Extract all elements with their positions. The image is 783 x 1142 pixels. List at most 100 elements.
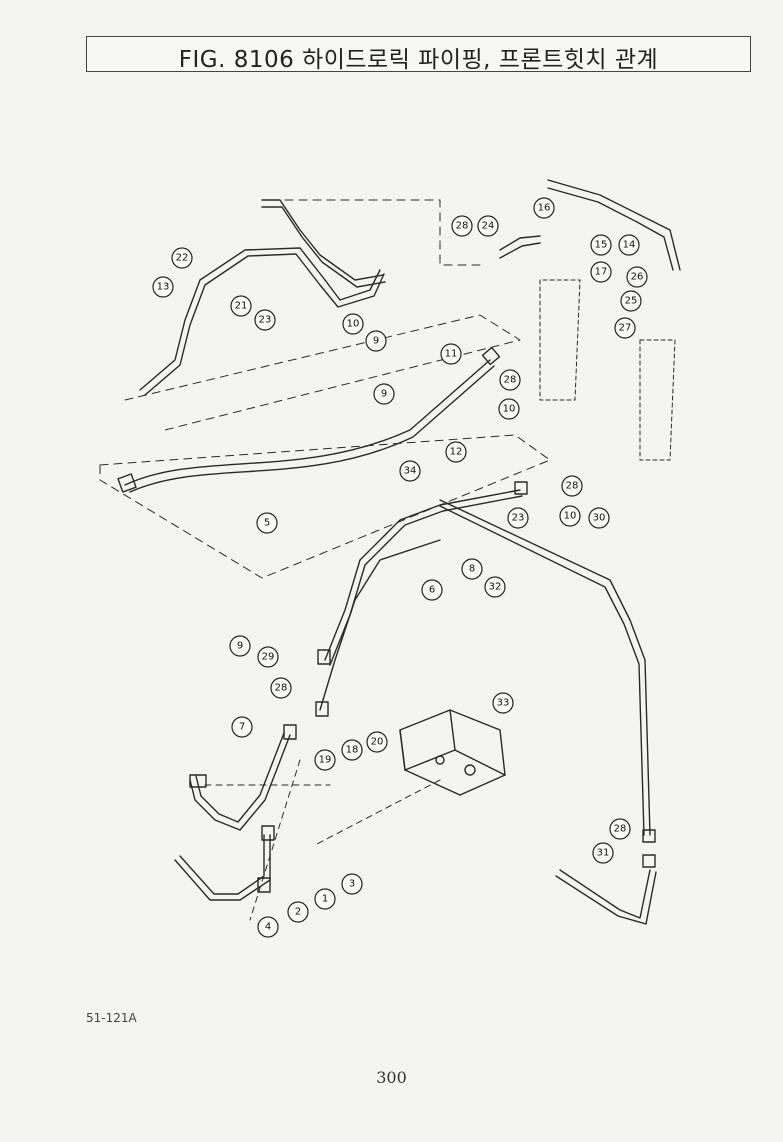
control-valve-33 [399, 709, 506, 796]
callout-10c [559, 505, 581, 527]
callout-text-24: 24 [482, 221, 495, 232]
callout-text-11: 11 [445, 349, 458, 360]
callout-27 [614, 317, 636, 339]
callout-32 [484, 576, 506, 598]
callout-4 [257, 916, 279, 938]
callout-text-21: 21 [235, 301, 248, 312]
callout-12 [445, 441, 467, 463]
callout-text-16: 16 [538, 203, 551, 214]
hose-14 [499, 179, 681, 271]
callout-text-10a: 10 [347, 319, 360, 330]
callout-25 [620, 290, 642, 312]
callout-text-33: 33 [497, 698, 510, 709]
callout-text-9a: 9 [373, 336, 379, 347]
hose-5 [117, 346, 501, 493]
pipe-4 [174, 825, 275, 901]
callout-text-18: 18 [346, 745, 359, 756]
callout-text-4: 4 [265, 922, 271, 933]
callout-labels [152, 197, 648, 938]
page-number: 300 [376, 1068, 407, 1087]
callout-34 [399, 460, 421, 482]
callout-33 [492, 692, 514, 714]
callout-text-9c: 9 [237, 641, 243, 652]
callout-21 [230, 295, 252, 317]
callout-text-28b: 28 [504, 375, 517, 386]
callout-9a [365, 330, 387, 352]
callout-text-22: 22 [176, 253, 189, 264]
callout-2 [287, 901, 309, 923]
callout-14 [618, 234, 640, 256]
pipe-7 [189, 724, 297, 831]
callout-text-10b: 10 [503, 404, 516, 415]
callout-22 [171, 247, 193, 269]
callout-3 [341, 873, 363, 895]
callout-23a [254, 309, 276, 331]
callout-text-10c: 10 [564, 511, 577, 522]
callout-text-9b: 9 [381, 389, 387, 400]
callout-text-17: 17 [595, 267, 608, 278]
hydraulic-cylinders [539, 279, 676, 461]
callout-10a [342, 313, 364, 335]
callout-5 [256, 512, 278, 534]
callout-28d [270, 677, 292, 699]
figure-title-box: FIG. 8106 하이드로릭 파이핑, 프론트힛치 관계 [86, 36, 751, 73]
figure-title: FIG. 8106 하이드로릭 파이핑, 프론트힛치 관계 [178, 47, 659, 73]
callout-24 [477, 215, 499, 237]
callout-text-25: 25 [625, 296, 638, 307]
pipe-13 [139, 199, 386, 396]
callout-20 [366, 731, 388, 753]
callout-text-23a: 23 [259, 315, 272, 326]
callout-text-29: 29 [262, 652, 275, 663]
callout-1 [314, 888, 336, 910]
callout-text-7: 7 [239, 722, 245, 733]
callout-10b [498, 398, 520, 420]
callout-text-28d: 28 [275, 683, 288, 694]
callout-26 [626, 266, 648, 288]
callout-text-32: 32 [489, 582, 502, 593]
callout-text-26: 26 [631, 272, 644, 283]
callout-17 [590, 261, 612, 283]
callout-9b [373, 383, 395, 405]
callout-6 [421, 579, 443, 601]
callout-text-19: 19 [319, 755, 332, 766]
callout-9c [229, 635, 251, 657]
callout-28a [451, 215, 473, 237]
callout-text-5: 5 [264, 518, 270, 529]
callout-16 [533, 197, 555, 219]
figure-reference-code: 51-121A [86, 1011, 137, 1025]
callout-19 [314, 749, 336, 771]
callout-text-14: 14 [623, 240, 636, 251]
callout-text-28e: 28 [614, 824, 627, 835]
callout-11 [440, 343, 462, 365]
callout-text-23b: 23 [512, 513, 525, 524]
callout-text-28a: 28 [456, 221, 469, 232]
callout-28b [499, 369, 521, 391]
callout-15 [590, 234, 612, 256]
pipe-6 [315, 481, 528, 717]
callout-18 [341, 739, 363, 761]
callout-text-8: 8 [469, 564, 475, 575]
pipe-31 [439, 499, 657, 925]
callout-text-1: 1 [322, 894, 328, 905]
callout-text-13: 13 [157, 282, 170, 293]
callout-text-12: 12 [450, 447, 463, 458]
callout-text-3: 3 [349, 879, 355, 890]
callout-31 [592, 842, 614, 864]
callout-text-34: 34 [404, 466, 417, 477]
callout-13 [152, 276, 174, 298]
callout-text-2: 2 [295, 907, 301, 918]
callout-text-6: 6 [429, 585, 435, 596]
callout-28c [561, 475, 583, 497]
callout-29 [257, 646, 279, 668]
callout-text-20: 20 [371, 737, 384, 748]
dashed-group-box [99, 199, 551, 579]
callout-28e [609, 818, 631, 840]
callout-text-28c: 28 [566, 481, 579, 492]
callout-8 [461, 558, 483, 580]
callout-text-31: 31 [597, 848, 610, 859]
callout-text-30: 30 [593, 513, 606, 524]
callout-30 [588, 507, 610, 529]
callout-23b [507, 507, 529, 529]
callout-7 [231, 716, 253, 738]
